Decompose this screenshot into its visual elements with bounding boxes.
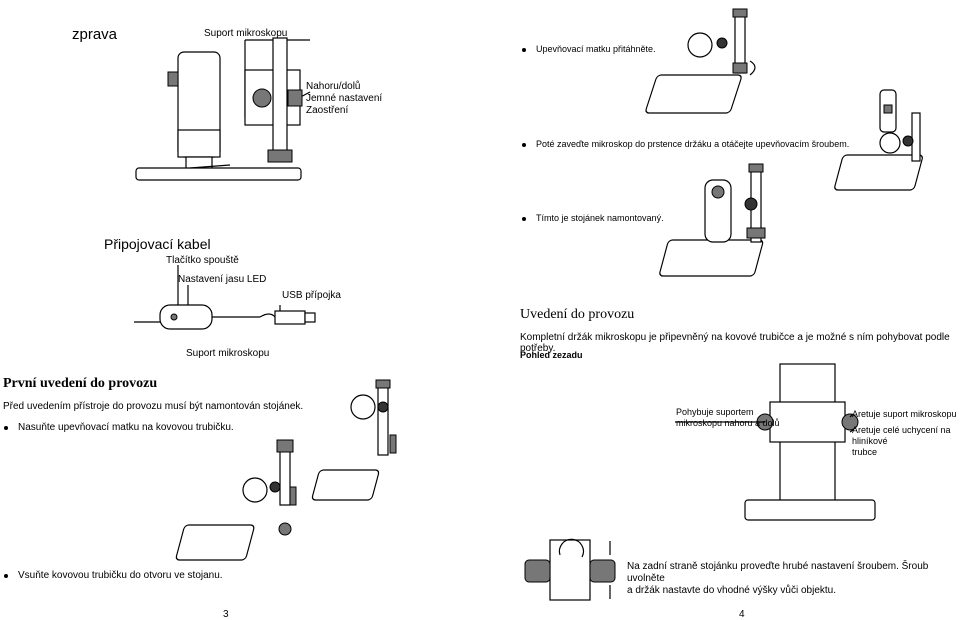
tighten-nut-illustration (645, 8, 756, 114)
label-led: Nastavení jasu LED (178, 274, 267, 285)
right-bullet-1: Upevňovací matku přitáhněte. (522, 44, 656, 54)
callout-moves-line2: mikroskopu nahoru a dolů (676, 418, 780, 428)
assembled-stand-illustration (659, 163, 766, 277)
label-adjust-line1: Nahoru/dolů (306, 81, 361, 92)
label-usb: USB přípojka (282, 290, 341, 301)
base-bottom (175, 524, 255, 561)
label-trigger: Tlačítko spouště (166, 255, 239, 266)
bullet-item-2: Vsuňte kovovou trubičku do otvoru ve sto… (4, 570, 223, 581)
assembly-illustration (175, 379, 397, 561)
right-bullet-3: Tímto je stojánek namontovaný. (522, 213, 664, 223)
base-right (311, 469, 380, 501)
rear-view-illustration (675, 363, 876, 521)
callout-moves-line1: Pohybuje suportem (676, 407, 754, 417)
operation-body-text: Kompletní držák mikroskopu je připevněný… (520, 332, 950, 354)
callout-locks-holder-line1: Aretuje celé uchycení na hliníkové (852, 425, 951, 446)
section-title-operation: Uvedení do provozu (520, 307, 635, 322)
label-suport-bottom: Suport mikroskopu (186, 348, 270, 359)
intro-text: Před uvedením přístroje do provozu musí … (3, 401, 304, 412)
label-adjust-line2: Jemné nastavení (306, 93, 383, 104)
stand-base (135, 167, 302, 181)
page-number-left: 3 (223, 609, 229, 620)
page-heading: zprava (72, 26, 118, 43)
stand-side-illustration (135, 37, 311, 181)
screw-closeup-illustration (524, 538, 616, 601)
final-instruction-line1: Na zadní straně stojánku proveďte hrubé … (627, 561, 929, 584)
final-instruction: Na zadní straně stojánku proveďte hrubé … (627, 561, 960, 597)
bullet-item-1: Nasuňte upevňovací matku na kovovou trub… (4, 422, 234, 433)
callout-moves: Pohybuje suportem mikroskopu nahoru a do… (676, 407, 780, 429)
page-number-right: 4 (739, 609, 745, 620)
label-adjust: Nahoru/dolů Jemné nastavení Zaostření (306, 81, 382, 117)
label-suport-top: Suport mikroskopu (204, 28, 288, 39)
usb-plug (274, 310, 306, 325)
section-title-first-use: První uvedení do provozu (3, 376, 158, 391)
metal-tube (272, 37, 288, 159)
callout-locks-holder: Aretuje celé uchycení na hliníkové trubc… (852, 425, 960, 458)
right-bullet-2: Poté zaveďte mikroskop do prstence držák… (521, 139, 850, 149)
callout-locks-support: Aretuje suport mikroskopu (852, 409, 957, 419)
cable-illustration (134, 265, 316, 330)
bottom-view-title: Pohled zezadu (520, 350, 583, 360)
label-adjust-line3: Zaostření (306, 105, 349, 116)
cable-remote (159, 304, 213, 330)
insert-microscope-illustration (834, 89, 923, 191)
cable-title: Připojovací kabel (104, 236, 211, 252)
final-instruction-line2: a držák nastavte do vhodné výšky vůči ob… (627, 585, 837, 596)
callout-locks-holder-line2: trubce (852, 447, 878, 457)
